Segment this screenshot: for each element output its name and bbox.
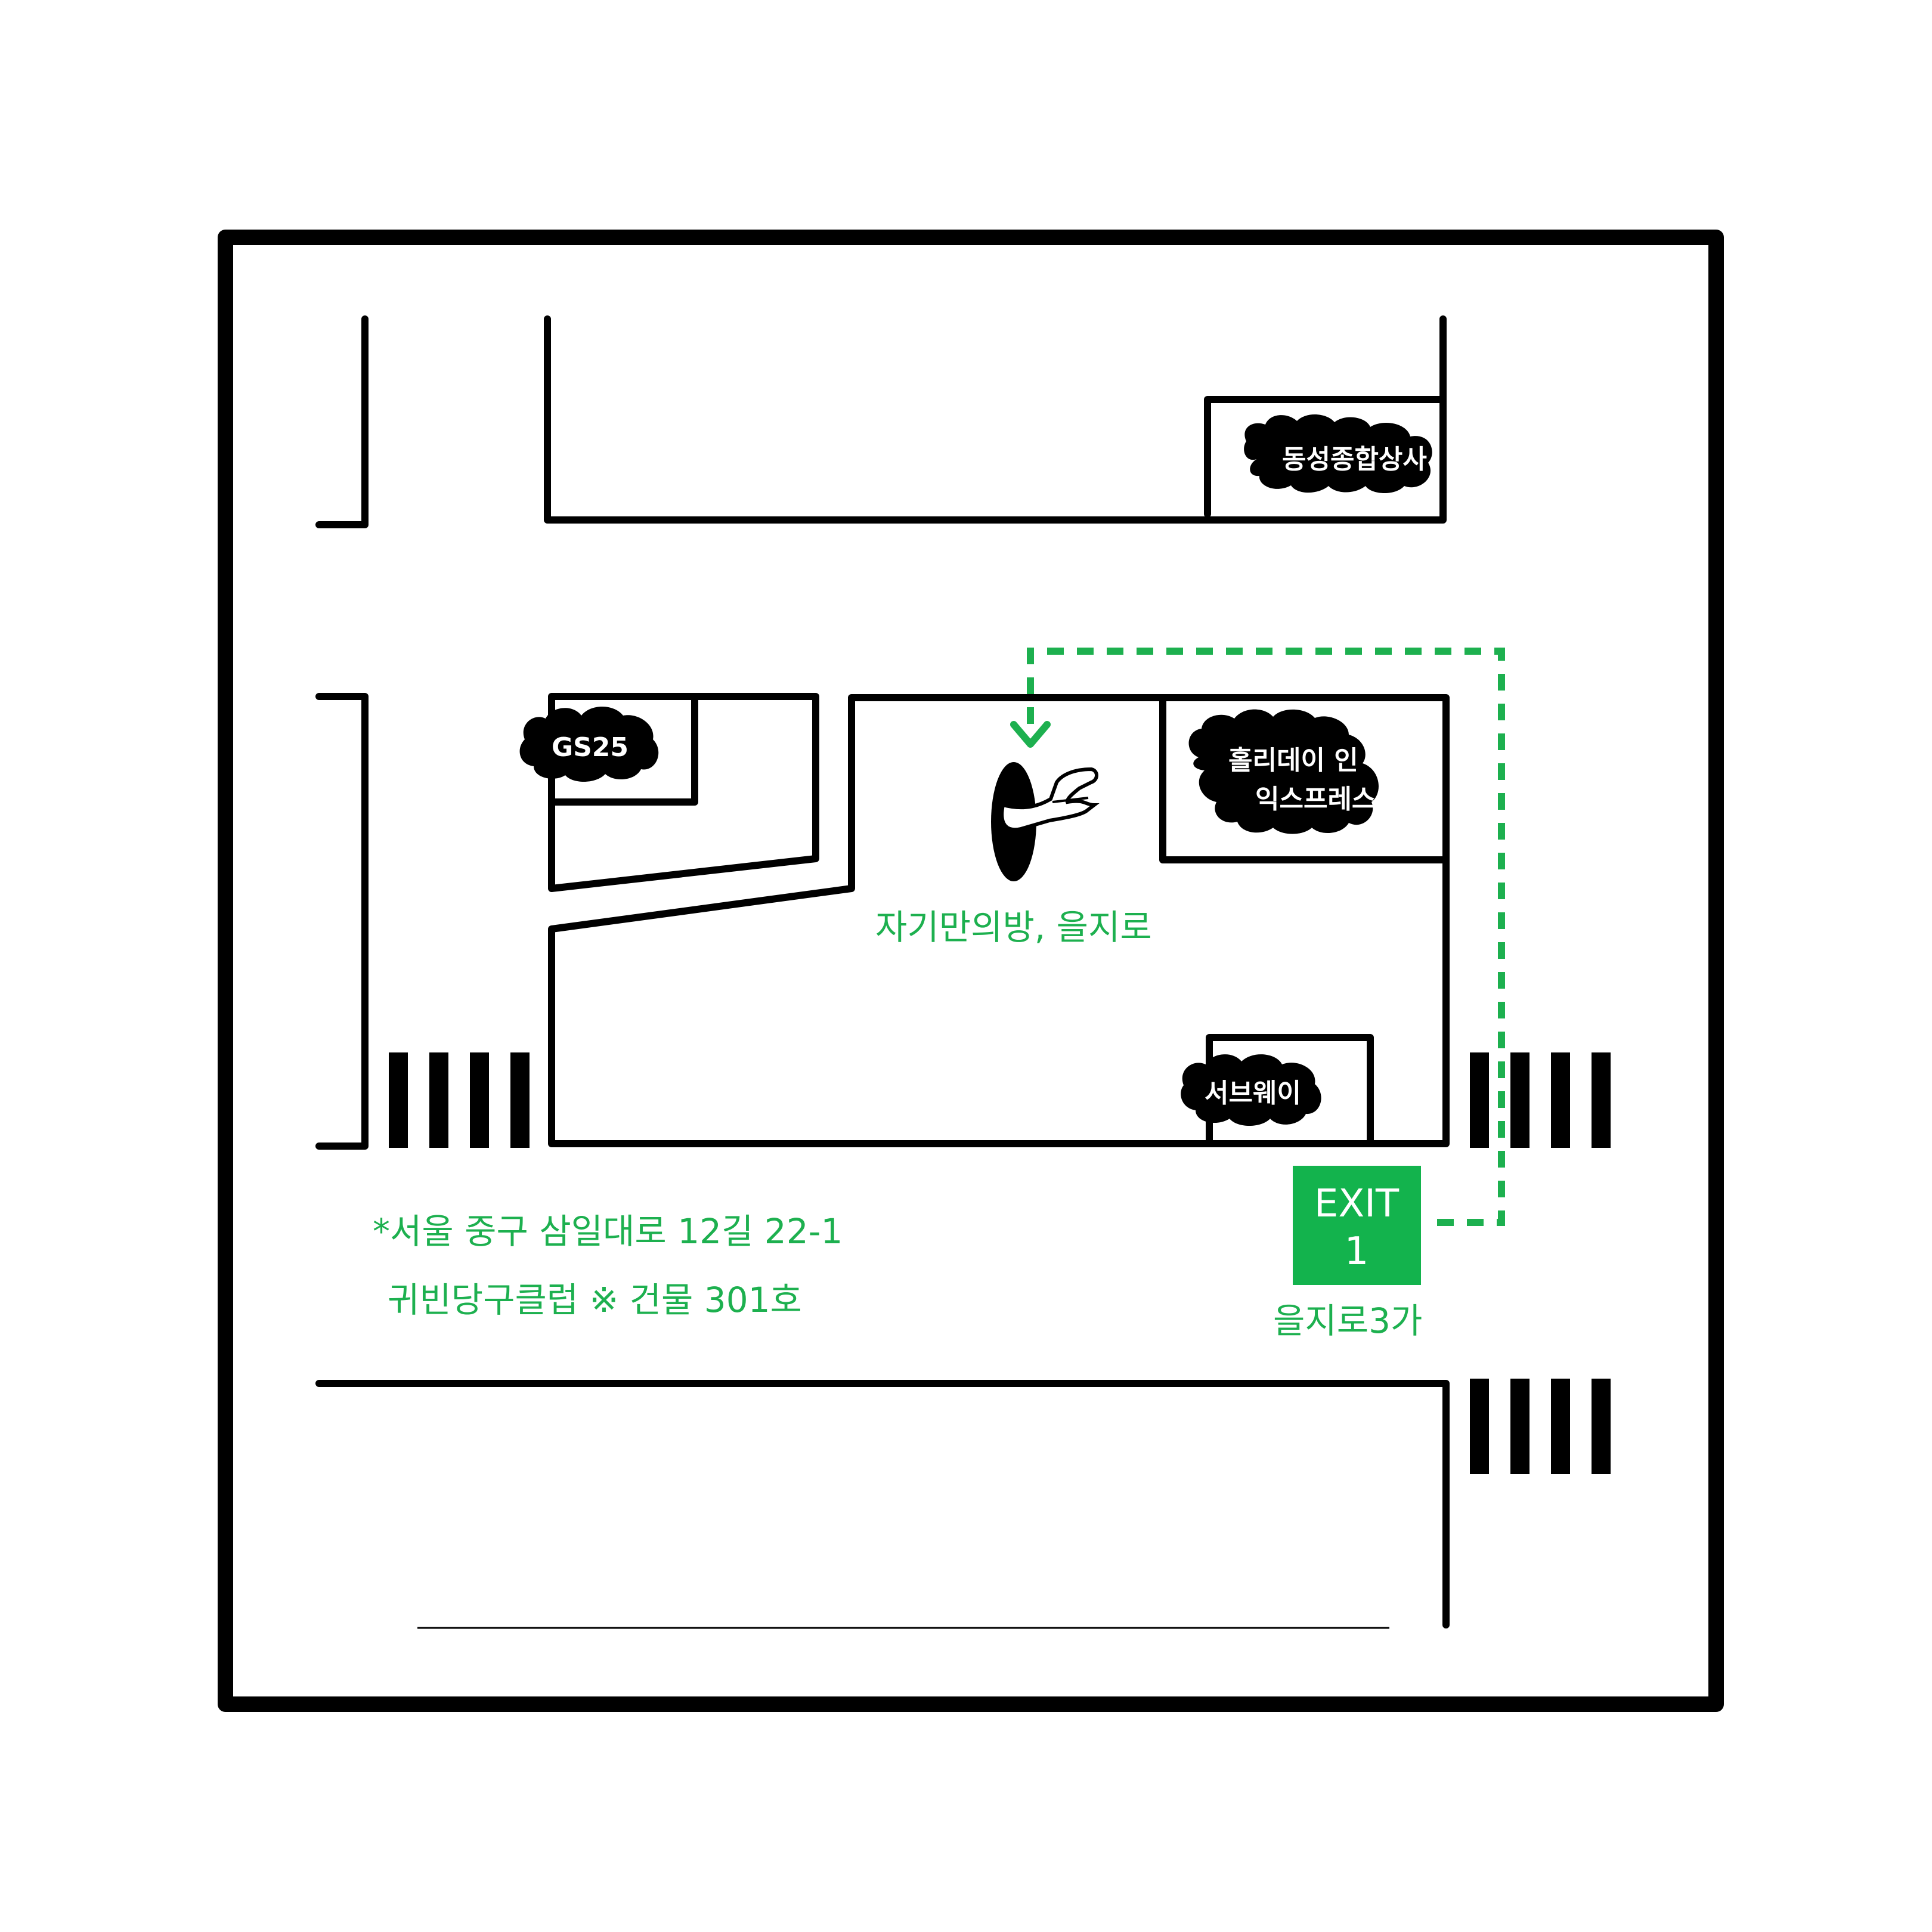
landmark-gs25: GS25 — [519, 707, 659, 782]
building-holiday-inn — [1159, 697, 1447, 863]
landmark-holiday-inn: 홀리데이 인 익스프레스 — [1188, 709, 1379, 834]
svg-text:1: 1 — [1345, 1230, 1369, 1274]
building-top-left — [315, 315, 369, 528]
block-left — [315, 693, 369, 1150]
route-path — [1027, 648, 1505, 1226]
block-gs25-corner — [548, 693, 819, 892]
building-gs25 — [548, 693, 698, 806]
route-arrow-icon — [1010, 721, 1051, 748]
door-with-arm-icon — [991, 762, 1100, 881]
svg-text:서브웨이: 서브웨이 — [1205, 1078, 1301, 1109]
exit-station-label: 을지로3가 — [1273, 1301, 1422, 1341]
map-frame — [218, 230, 1724, 1712]
address-line-1: *서울 중구 삼일대로 12길 22-1 — [373, 1211, 843, 1252]
crosswalk-right-lower — [1470, 1379, 1611, 1474]
block-bottom — [315, 1380, 1450, 1628]
exit-sign: EXIT 1 — [1293, 1166, 1421, 1285]
svg-text:홀리데이 인: 홀리데이 인 — [1228, 745, 1358, 776]
destination-label: 자기만의방, 을지로 — [875, 907, 1152, 948]
block-top-center — [544, 315, 1447, 524]
svg-text:동성종합상사: 동성종합상사 — [1282, 444, 1427, 475]
svg-text:GS25: GS25 — [552, 732, 628, 763]
building-dongseong — [1204, 396, 1447, 518]
svg-text:EXIT: EXIT — [1314, 1182, 1400, 1226]
landmark-subway: 서브웨이 — [1181, 1054, 1321, 1126]
crosswalk-left — [389, 1052, 530, 1148]
block-main — [548, 694, 1450, 1147]
crosswalk-right-upper — [1470, 1052, 1611, 1148]
landmark-dongseong: 동성종합상사 — [1244, 414, 1432, 494]
svg-text:익스프레스: 익스프레스 — [1255, 784, 1376, 815]
address-line-2: 귀빈당구클럽 ※ 건물 301호 — [388, 1280, 802, 1320]
